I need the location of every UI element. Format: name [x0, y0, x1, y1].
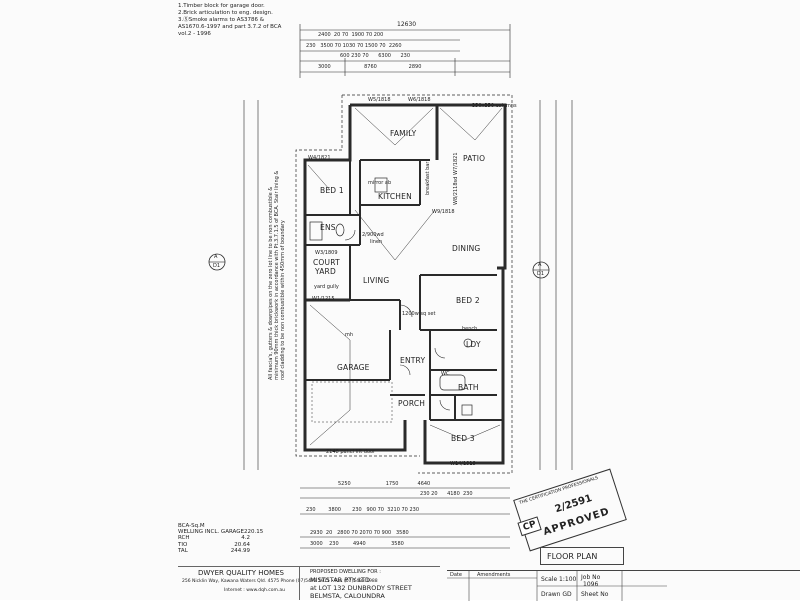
bottom-dim-row5: 3000 230 4940 3580	[310, 541, 404, 547]
note-2: 2.Brick articulation to eng. design.	[178, 10, 273, 16]
columns-note: 350x350 columns	[472, 103, 517, 109]
project-heading: PROPOSED DWELLING FOR :	[310, 569, 381, 575]
window-w9: W9/1818	[432, 209, 455, 215]
room-garage: GARAGE	[337, 363, 370, 372]
room-ens: ENS	[320, 223, 336, 232]
garage-door-label: 2148 panel lift door	[326, 449, 376, 455]
area-heading: BCA-Sq.M	[178, 523, 205, 529]
bottom-dim-row2: 230 20 4180 230	[420, 491, 473, 497]
room-bed3: BED 3	[451, 434, 475, 443]
room-patio: PATIO	[463, 154, 486, 163]
zero-lot-line-note: All fascia's, gutters & downpipes on the…	[268, 170, 286, 380]
window-w1: W1/1215	[312, 296, 335, 302]
title-sheet-label: Sheet No	[581, 591, 609, 598]
w7-label: W7/1821	[453, 152, 459, 175]
top-dim-row4: 3000 8760 2890	[318, 64, 422, 70]
yard-gully-label: yard gully	[314, 284, 339, 290]
smoke-alarm-icon: Ⓢ	[183, 17, 189, 23]
room-ldy: LDY	[466, 340, 481, 349]
room-living: LIVING	[363, 276, 390, 285]
bench-label: bench	[462, 326, 478, 332]
stamp-cp: CP	[517, 516, 542, 537]
room-bath: BATH	[458, 383, 479, 392]
room-family: FAMILY	[390, 129, 417, 138]
builder-address: 256 Nicklin Way, Kawana Waters Qld. 4575…	[182, 579, 378, 584]
room-wc: WC	[441, 371, 450, 377]
room-court: COURT	[313, 258, 340, 267]
section-marker-left: A	[214, 254, 218, 260]
section-marker-right-ref: D1	[537, 271, 545, 277]
project-client: MISTSTAR PTY LTD	[310, 576, 370, 584]
project-block: PROPOSED DWELLING FOR : MISTSTAR PTY LTD…	[299, 566, 450, 600]
builder-name: DWYER QUALITY HOMES	[198, 569, 284, 577]
door-w2-label: 2/900wd	[362, 232, 384, 238]
overall-width-dim: 12630	[397, 21, 417, 28]
breakfast-bar-label: breakfast bar	[425, 161, 431, 195]
plan-title-box: FLOOR PLAN	[540, 547, 624, 565]
room-dining: DINING	[452, 244, 481, 253]
top-dim-row1: 2400 20 70 1900 70 200	[318, 32, 384, 38]
sq-set-label: 1200w sq set	[402, 311, 436, 317]
note-3: 3.ⓈSmoke alarms to AS3786 & AS1670.6-199…	[178, 17, 282, 37]
manhole-label: mh	[345, 332, 354, 338]
title-drawn: Drawn GD	[541, 591, 572, 598]
linen-label: linen	[370, 239, 383, 245]
plan-title: FLOOR PLAN	[547, 552, 598, 561]
title-amendments-label: Amendments	[477, 572, 511, 578]
title-block-grid	[447, 571, 667, 601]
bottom-dim-row3: 230 3800 230 900 70 3210 70 230	[306, 507, 420, 513]
bottom-dim-row4: 2930 20 2800 70 2070 70 900 3580	[310, 530, 409, 536]
window-w14: W14/1818	[450, 461, 476, 467]
general-notes: 1.Timber block for garage door. 2.Brick …	[178, 3, 288, 38]
title-block: Date Amendments Scale 1:100 Job No 1096 …	[447, 570, 800, 601]
window-w5: W5/1818	[368, 97, 391, 103]
window-w4: W4/1821	[308, 155, 331, 161]
room-porch: PORCH	[398, 399, 426, 408]
room-entry: ENTRY	[400, 356, 426, 365]
mirror-label: mirror ab	[368, 180, 392, 186]
title-scale: Scale 1:100	[541, 576, 577, 583]
builder-website: Internet : www.dqh.com.au	[224, 588, 285, 593]
title-job-label: Job No	[581, 574, 601, 581]
room-bed1: BED 1	[320, 186, 344, 195]
bottom-dim-row1: 5250 1750 4640	[338, 481, 431, 487]
room-bed2: BED 2	[456, 296, 480, 305]
project-suburb: BELMSTA, CALOUNDRA	[310, 592, 385, 600]
top-dim-row2: 230 3500 70 1030 70 1500 70 2260	[306, 43, 402, 49]
section-marker-left-ref: D1	[213, 263, 221, 269]
title-date-label: Date	[450, 572, 462, 578]
window-w6: W6/1818	[408, 97, 431, 103]
section-marker-right: A	[538, 262, 542, 268]
top-dim-row3: 600 230 70 6300 230	[340, 53, 411, 59]
title-job-number: 1096	[583, 581, 599, 588]
room-kitchen: KITCHEN	[378, 192, 412, 201]
w8-label: W8/2118sd	[453, 176, 459, 205]
note-1: 1.Timber block for garage door.	[178, 3, 265, 9]
room-yard: YARD	[315, 267, 336, 276]
project-lot: at LOT 132 DUNBRODY STREET	[310, 584, 412, 592]
window-w3: W3/1809	[315, 250, 338, 256]
builder-block: DWYER QUALITY HOMES 256 Nicklin Way, Kaw…	[178, 566, 440, 601]
